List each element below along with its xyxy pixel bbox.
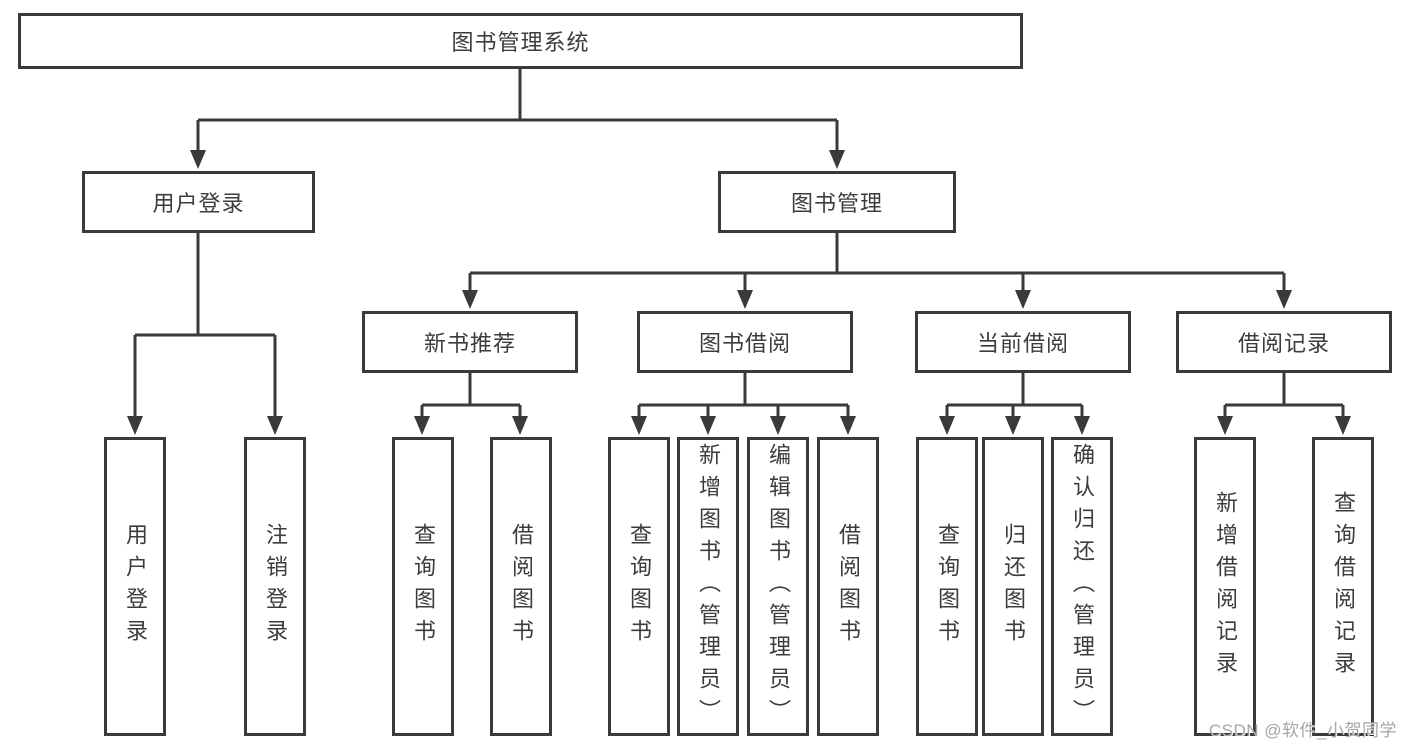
node-label: 查询图书 [411,522,436,651]
node-br-query-record: 查询借阅记录 [1312,437,1374,736]
node-new-book-recommend: 新书推荐 [362,311,578,373]
node-borrow-record: 借阅记录 [1176,311,1392,373]
node-cb-query-book: 查询图书 [916,437,978,736]
node-label: 借阅图书 [836,522,861,651]
node-logout-leaf: 注销登录 [244,437,306,736]
node-label: 注销登录 [263,522,288,651]
node-br-add-record: 新增借阅记录 [1194,437,1256,736]
node-label: 归还图书 [1001,522,1026,651]
node-label: 当前借阅 [976,331,1069,356]
node-label: 新增图书（管理员） [696,442,721,731]
node-label: 确认归还（管理员） [1070,442,1095,731]
node-nb-borrow-book: 借阅图书 [490,437,552,736]
node-library-system: 图书管理系统 [18,13,1023,69]
node-cb-return-book: 归还图书 [982,437,1044,736]
node-label: 借阅图书 [509,522,534,651]
node-label: 借阅记录 [1237,331,1330,356]
node-label: 查询图书 [627,522,652,651]
node-book-management: 图书管理 [718,171,956,233]
node-nb-query-book: 查询图书 [392,437,454,736]
node-bb-borrow-book: 借阅图书 [817,437,879,736]
node-bb-edit-book-admin: 编辑图书（管理员） [747,437,809,736]
node-label: 查询图书 [935,522,960,651]
node-cb-confirm-return-admin: 确认归还（管理员） [1051,437,1113,736]
node-label: 用户登录 [152,191,245,216]
node-label: 图书管理 [790,191,883,216]
node-user-login: 用户登录 [82,171,315,233]
arrowheads [127,150,1351,435]
node-current-borrow: 当前借阅 [915,311,1131,373]
csdn-watermark: CSDN @软件_小贺同学 [1208,721,1397,740]
node-book-borrow: 图书借阅 [637,311,853,373]
node-label: 用户登录 [123,522,148,651]
node-bb-query-book: 查询图书 [608,437,670,736]
node-label: 图书借阅 [698,331,791,356]
node-bb-add-book-admin: 新增图书（管理员） [677,437,739,736]
node-user-login-leaf: 用户登录 [104,437,166,736]
node-label: 新增借阅记录 [1213,490,1238,683]
node-label: 图书管理系统 [451,30,590,55]
connector-shafts [133,69,1345,417]
node-label: 新书推荐 [423,331,516,356]
node-label: 编辑图书（管理员） [766,442,791,731]
node-label: 查询借阅记录 [1331,490,1356,683]
